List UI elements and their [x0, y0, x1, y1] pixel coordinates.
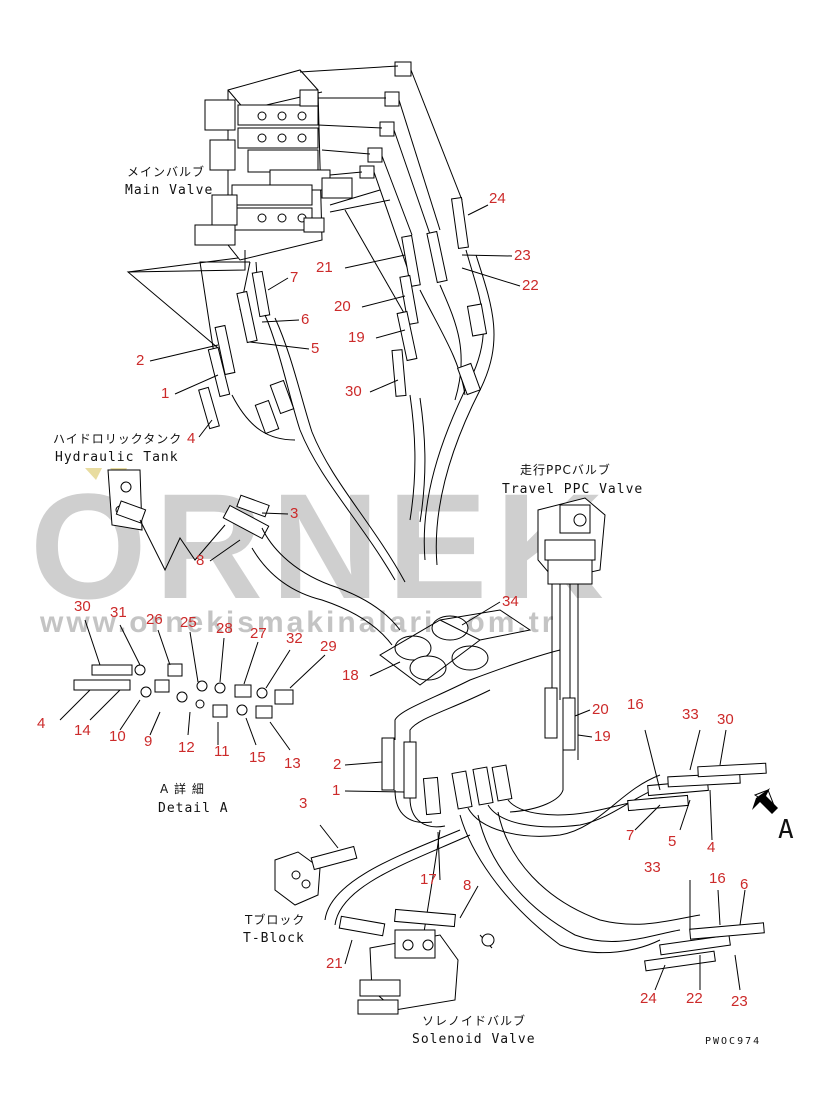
callout-33-lower: 33: [644, 859, 661, 876]
callout-11: 11: [214, 743, 230, 760]
callout-21: 21: [316, 259, 333, 276]
travel-ppc-label-en: Travel PPC Valve: [502, 482, 643, 497]
callout-10: 10: [109, 728, 126, 745]
callout-16-lower: 16: [709, 870, 726, 887]
callout-16: 16: [627, 696, 644, 713]
callout-22: 22: [522, 277, 539, 294]
callout-17: 17: [420, 871, 437, 888]
solenoid-label-en: Solenoid Valve: [412, 1032, 536, 1047]
callout-3-lower: 3: [299, 795, 307, 812]
main-valve-label-jp: メインバルブ: [127, 164, 205, 179]
clamps: [379, 609, 532, 686]
tblock-label-en: T-Block: [243, 931, 305, 946]
callout-4-detail: 4: [37, 715, 45, 732]
callout-27: 27: [250, 625, 267, 642]
callout-19-lower: 19: [594, 728, 611, 745]
callout-2-lower: 2: [333, 756, 341, 773]
callout-6-right: 6: [740, 876, 748, 893]
view-marker-label: A: [778, 815, 794, 845]
detail-a-parts: [59, 619, 326, 751]
tblock-solenoid-drawing: [274, 824, 495, 1015]
hydraulic-tank-drawing: [107, 469, 401, 646]
callout-4: 4: [187, 430, 195, 447]
component-labels: メインバルブ Main Valve ハイドロリックタンク Hydraulic T…: [53, 164, 794, 1047]
callout-24-lower: 24: [640, 990, 657, 1007]
callout-22-lower: 22: [686, 990, 703, 1007]
callout-5-right: 5: [668, 833, 676, 850]
watermark: ORNEK www.ornekismakinalari.com.tr: [30, 462, 604, 639]
callout-34: 34: [502, 593, 519, 610]
detail-a-label-jp: A 詳 細: [160, 781, 205, 796]
callout-7-right: 7: [626, 827, 634, 844]
callout-9: 9: [144, 733, 152, 750]
view-arrow-icon: [752, 788, 778, 814]
callout-1: 1: [161, 385, 169, 402]
callout-8-lower: 8: [463, 877, 471, 894]
tank-label-en: Hydraulic Tank: [55, 450, 179, 465]
callout-24: 24: [489, 190, 506, 207]
callout-30-detail: 30: [74, 598, 91, 615]
tank-label-jp: ハイドロリックタンク: [53, 432, 182, 446]
travel-ppc-label-jp: 走行PPCバルブ: [520, 462, 611, 477]
callout-12: 12: [178, 739, 195, 756]
tblock-label-jp: Tブロック: [244, 912, 305, 927]
callout-1-lower: 1: [332, 782, 340, 799]
callout-30-right: 30: [717, 711, 734, 728]
callout-8: 8: [196, 552, 204, 569]
callout-29: 29: [320, 638, 337, 655]
callout-numbers: 24 23 22 21 20 19 30 7 6 5 2 1 4 3 8 34 …: [37, 190, 748, 1010]
upper-hoses: [198, 196, 495, 583]
travel-ppc-valve-drawing: [537, 497, 606, 760]
callout-30: 30: [345, 383, 362, 400]
callout-23-lower: 23: [731, 993, 748, 1010]
pipe-lines: [126, 69, 463, 381]
callout-4-right: 4: [707, 839, 715, 856]
callout-15: 15: [249, 749, 266, 766]
callout-14: 14: [74, 722, 91, 739]
callout-28: 28: [216, 620, 233, 637]
callout-20-lower: 20: [592, 701, 609, 718]
callout-7: 7: [290, 269, 298, 286]
callout-2: 2: [136, 352, 144, 369]
callout-21-lower: 21: [326, 955, 343, 972]
callout-13: 13: [284, 755, 301, 772]
callout-6: 6: [301, 311, 309, 328]
right-fittings: [627, 729, 777, 991]
callout-20: 20: [334, 298, 351, 315]
callout-18: 18: [342, 667, 359, 684]
callout-26: 26: [146, 611, 163, 628]
callout-32: 32: [286, 630, 303, 647]
callout-5: 5: [311, 340, 319, 357]
main-valve-label-en: Main Valve: [125, 183, 213, 198]
callout-31: 31: [110, 604, 127, 621]
detail-a-label-en: Detail A: [158, 801, 229, 816]
main-valve-drawing: [194, 61, 412, 261]
callout-33: 33: [682, 706, 699, 723]
drawing-code: PWOC974: [705, 1036, 761, 1047]
solenoid-label-jp: ソレノイドバルブ: [422, 1013, 526, 1028]
callout-leaders: [149, 204, 593, 965]
callout-19: 19: [348, 329, 365, 346]
callout-3: 3: [290, 505, 298, 522]
callout-25: 25: [180, 614, 197, 631]
callout-23: 23: [514, 247, 531, 264]
